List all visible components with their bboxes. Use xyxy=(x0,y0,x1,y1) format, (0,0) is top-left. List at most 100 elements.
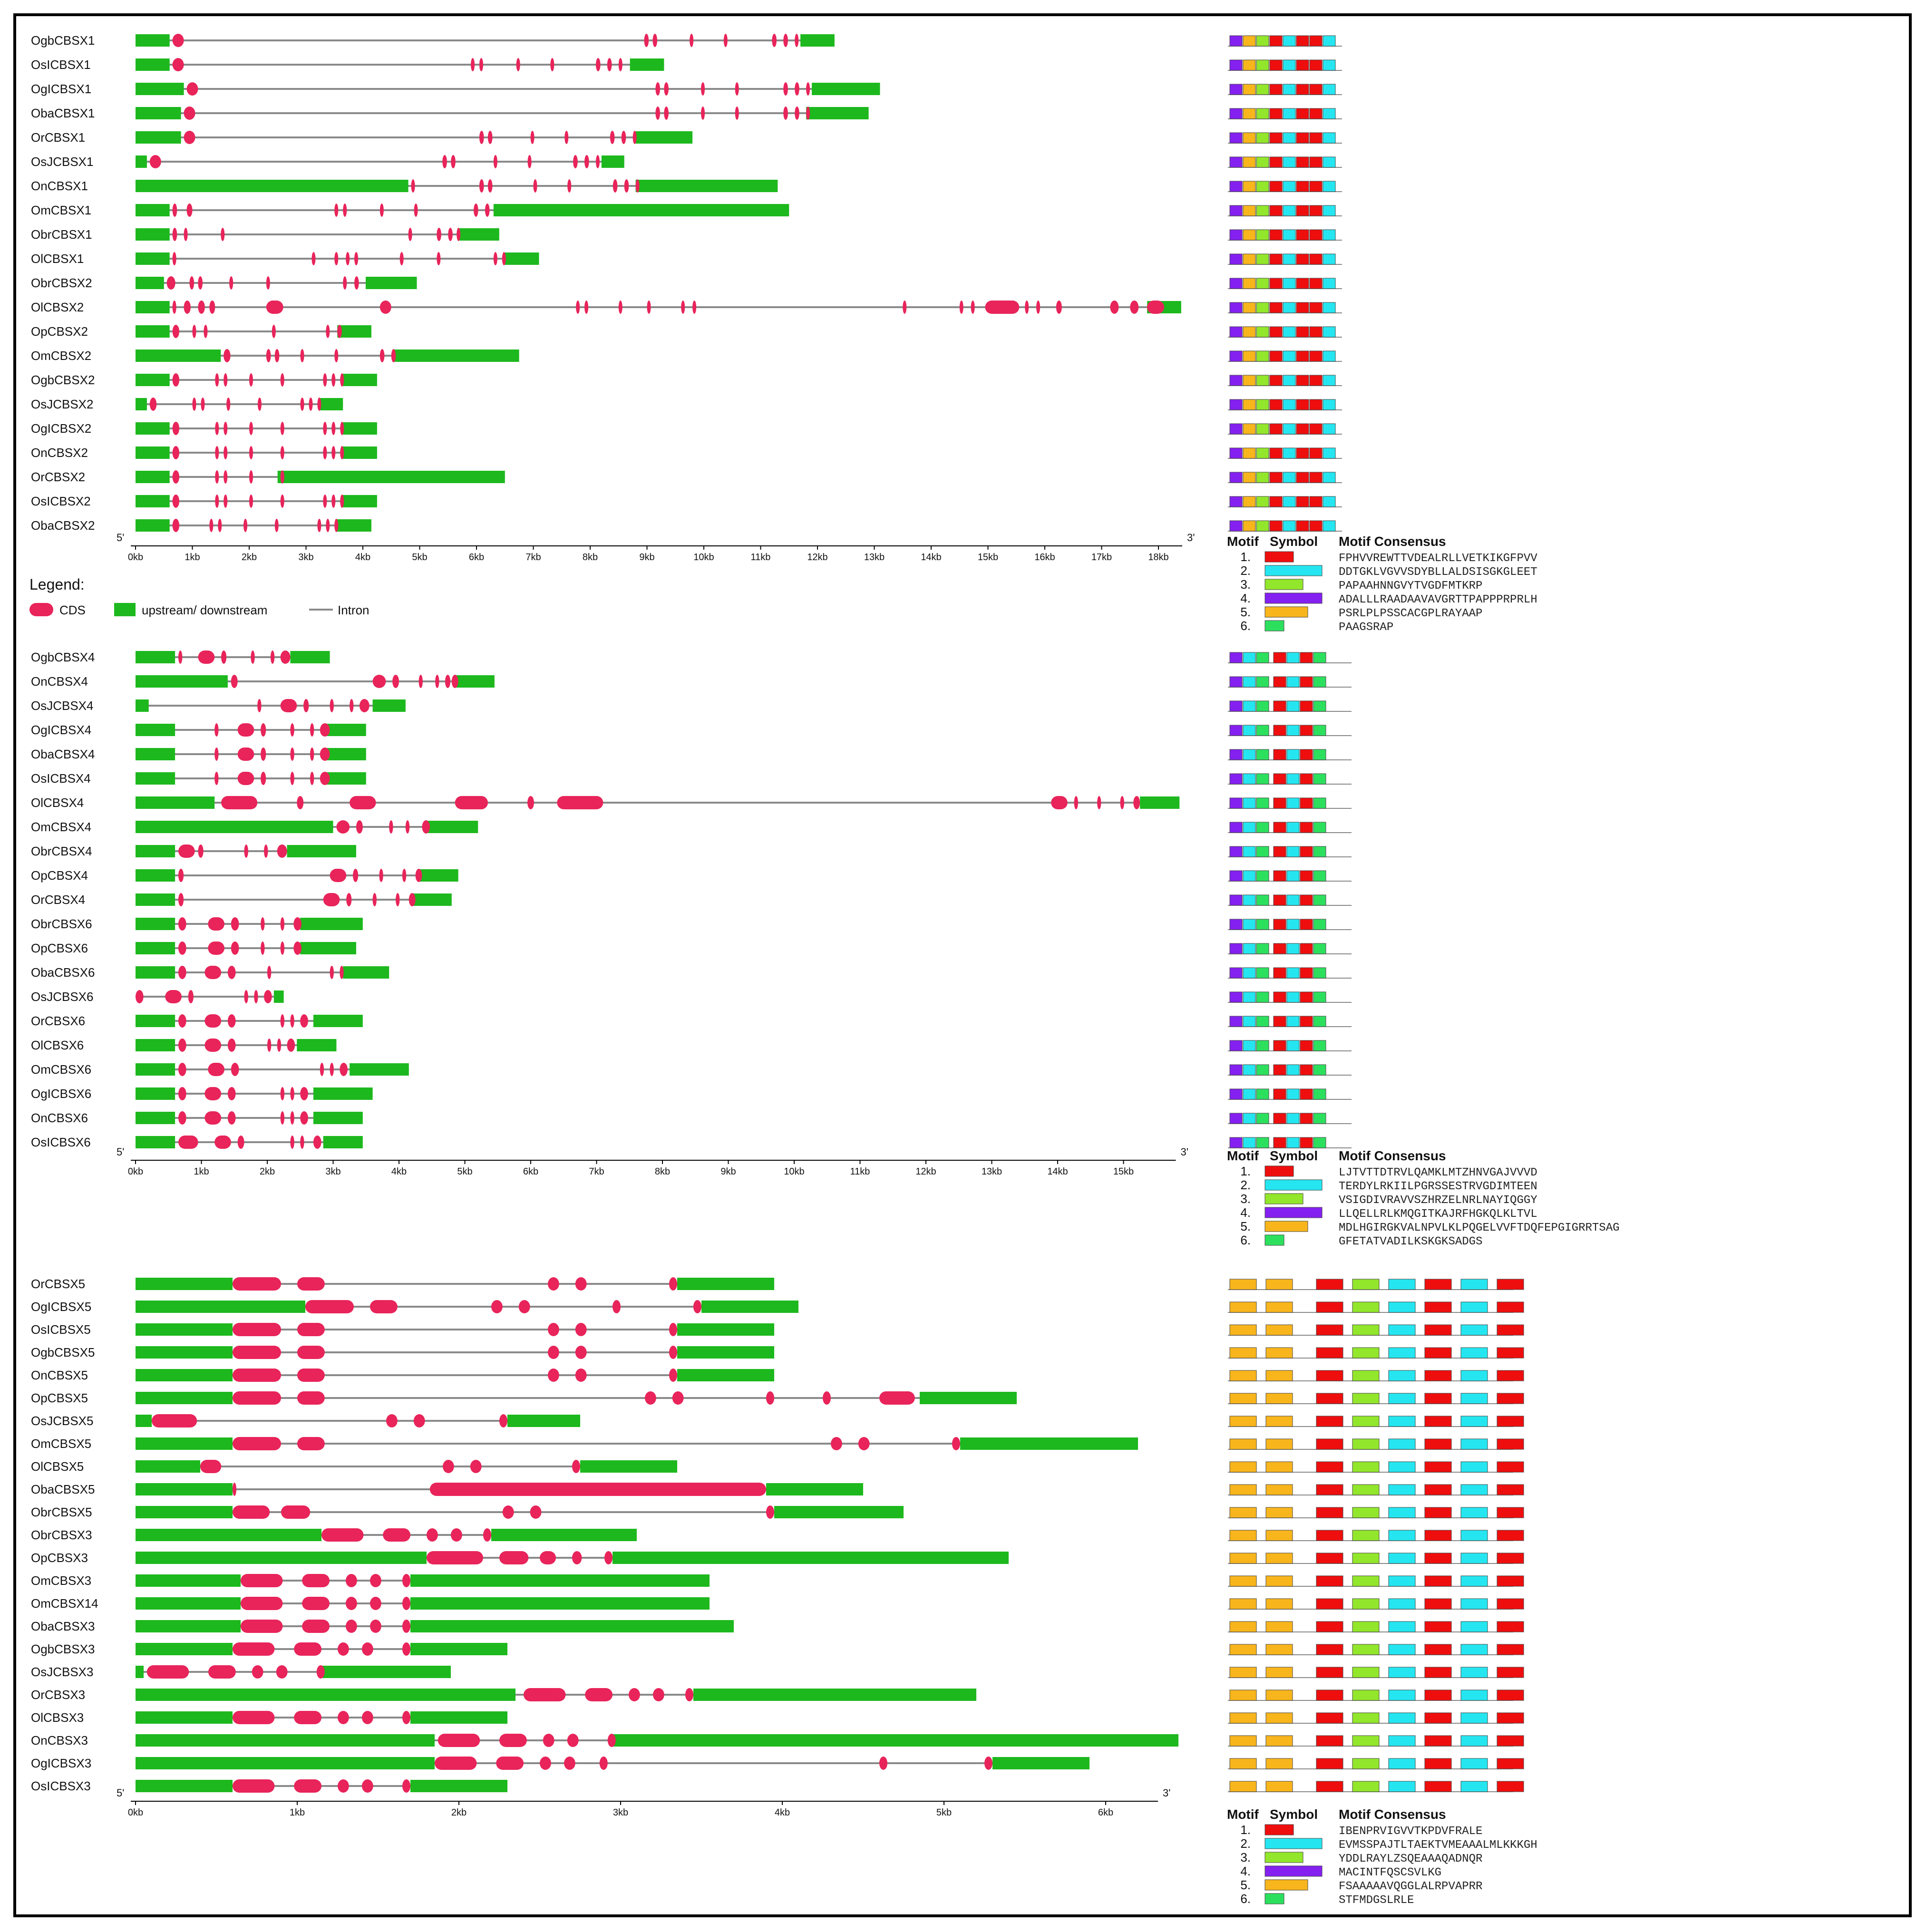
cds-exon xyxy=(607,58,612,71)
motif-box xyxy=(1286,943,1300,954)
motif-box xyxy=(1256,1040,1269,1051)
motif-box xyxy=(1424,1347,1452,1359)
motif-box xyxy=(1229,846,1243,857)
cds-exon xyxy=(257,699,262,712)
cds-exon xyxy=(331,495,336,508)
gene-name: OrCBSX3 xyxy=(31,1688,85,1702)
motif-box xyxy=(1265,1735,1293,1747)
cds-exon xyxy=(735,107,739,120)
gene-row: OpCBSX6 xyxy=(31,941,1352,955)
gene-name: ObaCBSX4 xyxy=(31,747,95,761)
cds-exon xyxy=(445,675,451,688)
cds-exon xyxy=(644,34,649,47)
downstream-utr xyxy=(992,1757,1089,1769)
cds-exon xyxy=(198,301,205,314)
motif-box xyxy=(1256,822,1269,833)
upstream-utr xyxy=(136,1437,233,1450)
motif-box xyxy=(1316,1712,1343,1724)
cds-exon xyxy=(346,893,352,906)
upstream-utr xyxy=(136,1689,516,1701)
motif-box xyxy=(1273,943,1286,954)
motif-box xyxy=(1424,1484,1452,1495)
cds-exon xyxy=(575,1277,587,1291)
motif-box xyxy=(1309,375,1323,386)
motif-consensus: GFETATVADILKSKGKSADGS xyxy=(1339,1235,1482,1248)
gene-row: OnCBSX6 xyxy=(31,1111,1352,1125)
upstream-utr xyxy=(136,796,215,809)
motif-box xyxy=(1256,229,1269,241)
cds-exon xyxy=(427,1551,483,1564)
gene-name: OmCBSX1 xyxy=(31,203,91,217)
cds-exon xyxy=(685,1688,693,1701)
gene-row: OrCBSX2 xyxy=(31,470,1342,484)
motif-box xyxy=(1313,894,1326,906)
axis-tick-label: 8kb xyxy=(583,552,598,563)
motif-box xyxy=(1229,1781,1257,1792)
upstream-utr xyxy=(136,651,175,663)
motif-box xyxy=(1273,700,1286,712)
motif-box xyxy=(1256,84,1269,95)
axis-tick-label: 11kb xyxy=(751,552,771,563)
motif-number: 1. xyxy=(1240,1164,1251,1178)
motif-box xyxy=(1296,84,1309,95)
motif-box xyxy=(1256,278,1269,289)
motif-box xyxy=(1460,1667,1488,1678)
gene-row: OsJCBSX6 xyxy=(31,990,1352,1004)
motif-box xyxy=(1300,846,1313,857)
motif-box xyxy=(1300,967,1313,979)
motif-box xyxy=(1424,1781,1452,1792)
cds-exon xyxy=(149,155,161,168)
gene-name: OlCBSX2 xyxy=(31,300,84,314)
motif-box xyxy=(1352,1438,1380,1450)
motif-box xyxy=(1323,472,1336,483)
cds-exon xyxy=(227,1014,236,1028)
motif-box xyxy=(1316,1758,1343,1769)
cds-exon xyxy=(231,942,239,955)
motif-box xyxy=(1323,375,1336,386)
cds-exon xyxy=(204,966,222,979)
gene-name: OsJCBSX5 xyxy=(31,1414,94,1428)
motif-box xyxy=(1229,1370,1257,1381)
gene-name: OmCBSX6 xyxy=(31,1062,91,1077)
motif-consensus: ADALLLRAADAAVAVGRTTPAPPPRPRLH xyxy=(1339,593,1537,606)
downstream-utr xyxy=(410,1643,507,1655)
consensus-header: Motif Consensus xyxy=(1339,534,1446,549)
motif-box xyxy=(1269,59,1283,71)
upstream-utr xyxy=(136,1415,152,1427)
cds-exon xyxy=(287,1039,295,1052)
cds-exon xyxy=(372,675,386,688)
cds-exon xyxy=(451,675,458,688)
cds-exon xyxy=(184,131,195,144)
gene-name: ObrCBSX1 xyxy=(31,227,92,242)
motif-box xyxy=(1229,496,1243,507)
motif-box xyxy=(1229,749,1243,760)
cds-exon xyxy=(340,446,344,459)
cds-exon xyxy=(402,1597,410,1610)
cds-exon xyxy=(231,917,239,931)
downstream-utr xyxy=(800,34,835,47)
motif-box xyxy=(1309,35,1323,47)
motif-box xyxy=(1229,1438,1257,1450)
motif-box xyxy=(1388,1347,1416,1359)
downstream-utr xyxy=(343,447,377,459)
motif-box xyxy=(1229,797,1243,809)
motif-box xyxy=(1229,1530,1257,1541)
motif-box xyxy=(1229,1484,1257,1495)
cds-exon xyxy=(613,1300,621,1313)
motif-box xyxy=(1352,1370,1380,1381)
gene-name: OpCBSX3 xyxy=(31,1551,88,1565)
cds-exon xyxy=(297,1437,325,1450)
motif-box xyxy=(1296,278,1309,289)
upstream-utr xyxy=(136,350,221,362)
motif-number: 4. xyxy=(1240,591,1251,605)
downstream-utr xyxy=(323,1136,363,1148)
motif-box xyxy=(1313,870,1326,882)
cds-exon xyxy=(224,495,228,508)
motif-box xyxy=(1460,1689,1488,1701)
cds-exon xyxy=(204,1111,222,1125)
motif-box xyxy=(1265,1530,1293,1541)
motif-box xyxy=(1256,1064,1269,1076)
consensus-header: Motif Consensus xyxy=(1339,1148,1446,1163)
cds-exon xyxy=(184,228,188,241)
motif-box xyxy=(1243,278,1256,289)
